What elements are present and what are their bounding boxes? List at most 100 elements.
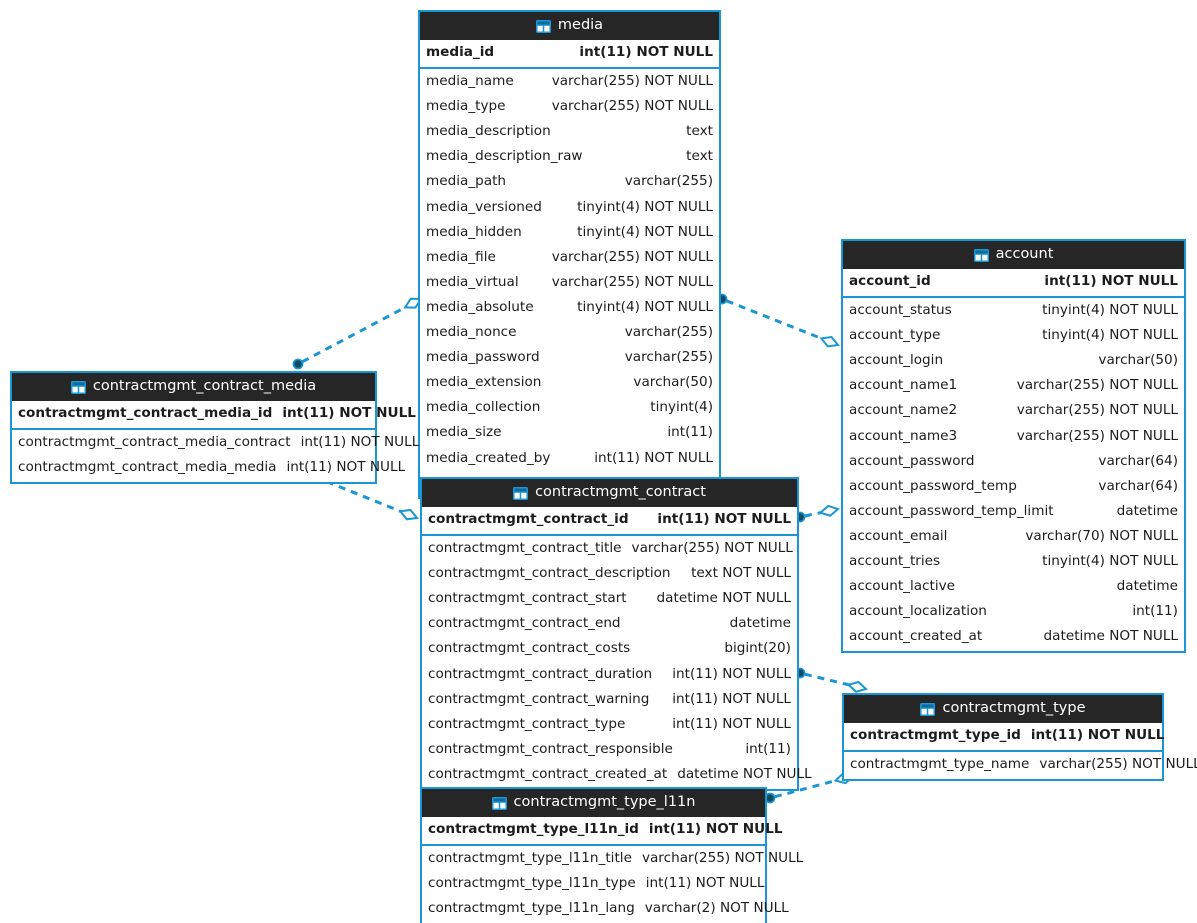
entity-header-media[interactable]: media <box>420 12 719 40</box>
attribute-type: tinyint(4) NOT NULL <box>1042 553 1178 570</box>
entity-table-contractmgmt_contract[interactable]: contractmgmt_contract contractmgmt_contra… <box>420 477 812 791</box>
relationship-endpoint-dot <box>292 358 304 370</box>
entity-title: contractmgmt_contract <box>535 484 706 500</box>
entity-header-contractmgmt_type_l11n[interactable]: contractmgmt_type_l11n <box>422 789 765 817</box>
attribute-name: media_extension <box>426 374 542 391</box>
attribute-type: int(11) NOT NULL <box>300 434 420 451</box>
relationship-rel-contract-to-account[interactable] <box>794 504 841 523</box>
attribute-name: contractmgmt_contract_warning <box>428 690 650 707</box>
table-icon <box>513 486 529 500</box>
entity-header-contractmgmt_contract[interactable]: contractmgmt_contract <box>422 479 797 507</box>
attribute-name: media_versioned <box>426 198 542 215</box>
relationship-rel-contract-to-type[interactable] <box>794 667 869 693</box>
attribute-type: varchar(2) NOT NULL <box>644 900 789 917</box>
attribute-name: contractmgmt_contract_costs <box>428 640 631 657</box>
primary-key-name: contractmgmt_type_l11n_id <box>428 821 639 837</box>
relationship-line <box>301 301 414 363</box>
entity-header-account[interactable]: account <box>843 241 1184 269</box>
primary-key-name: account_id <box>849 273 931 289</box>
attribute-type: varchar(50) <box>1098 352 1178 369</box>
attribute-type: varchar(255) <box>624 173 713 190</box>
relationship-rel-media-to-account[interactable] <box>716 293 840 349</box>
attribute-type: varchar(255) NOT NULL <box>551 73 713 90</box>
attribute-type: varchar(255) NOT NULL <box>551 248 713 265</box>
attribute-name: contractmgmt_contract_responsible <box>428 740 673 757</box>
attribute-type: varchar(255) NOT NULL <box>1016 377 1178 394</box>
entity-header-contractmgmt_type[interactable]: contractmgmt_type <box>844 695 1162 723</box>
attribute-name: account_name1 <box>849 377 958 394</box>
entity-header-contractmgmt_contract_media[interactable]: contractmgmt_contract_media <box>12 373 375 401</box>
table-icon <box>973 248 989 262</box>
attribute-name: media_collection <box>426 399 541 416</box>
primary-key-name: contractmgmt_type_id <box>850 727 1021 743</box>
attribute-row[interactable]: account_name1 varchar(255) NOT NULL <box>843 374 1184 399</box>
attribute-name: contractmgmt_contract_created_at <box>428 765 668 782</box>
attribute-name: contractmgmt_contract_title <box>428 540 622 557</box>
relationship-rel-contract-media-to-media[interactable] <box>292 295 423 370</box>
attribute-name: account_name2 <box>849 402 958 419</box>
